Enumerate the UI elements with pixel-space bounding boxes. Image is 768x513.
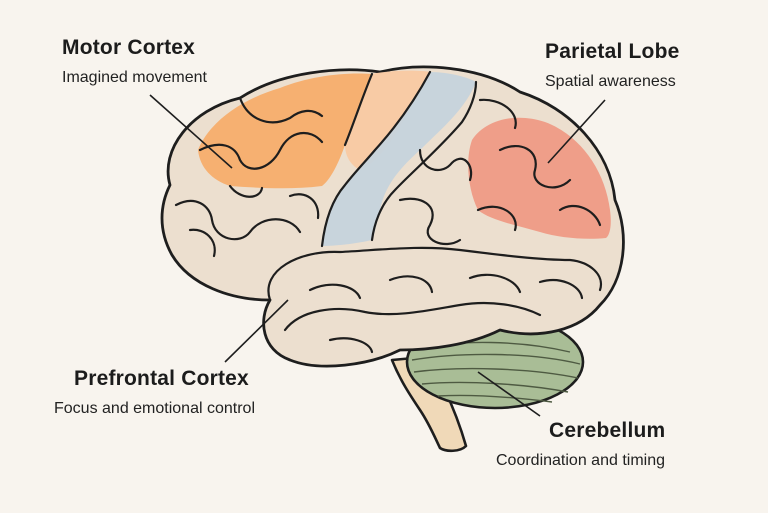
label-parietal-lobe: Parietal Lobe Spatial awareness [545,40,679,91]
label-motor-cortex: Motor Cortex Imagined movement [62,36,207,87]
label-prefrontal-cortex: Prefrontal Cortex Focus and emotional co… [74,367,255,418]
prefrontal-cortex-title: Prefrontal Cortex [74,367,255,391]
parietal-lobe-title: Parietal Lobe [545,40,679,64]
motor-cortex-title: Motor Cortex [62,36,207,60]
cerebellum-subtitle: Coordination and timing [496,452,665,470]
prefrontal-cortex-subtitle: Focus and emotional control [54,400,255,418]
parietal-lobe-subtitle: Spatial awareness [545,73,679,91]
cerebellum-title: Cerebellum [549,419,665,443]
motor-cortex-subtitle: Imagined movement [62,69,207,87]
label-cerebellum: Cerebellum Coordination and timing [549,419,665,470]
